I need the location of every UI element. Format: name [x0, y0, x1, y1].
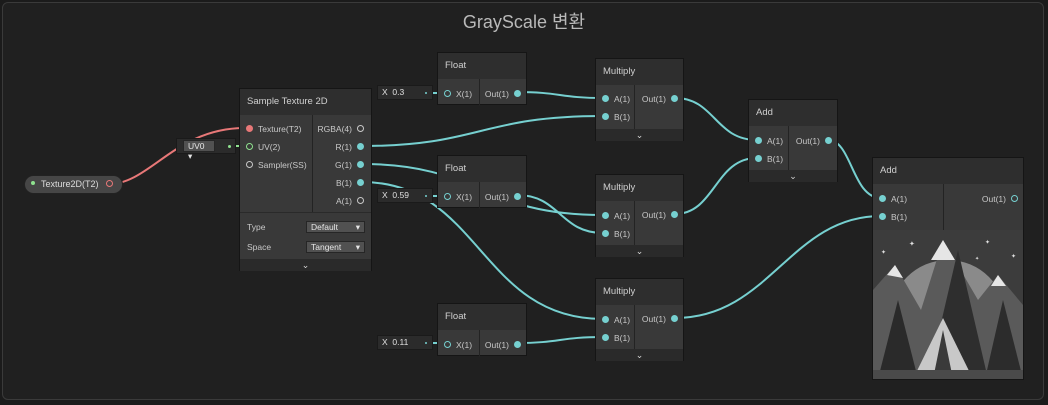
float3-in[interactable]: X(1): [444, 339, 472, 351]
texture2d-property-node[interactable]: Texture2D(T2): [24, 175, 123, 194]
wire-texture: [108, 127, 246, 185]
node-title: Multiply: [596, 59, 683, 85]
wire-r-mult1b: [361, 115, 604, 147]
node-title: Add: [749, 100, 837, 126]
add-node-1[interactable]: Add A(1) B(1) Out(1) ⌄: [748, 99, 838, 182]
svg-text:✦: ✦: [975, 256, 979, 262]
type-label: Type: [247, 222, 266, 232]
wire-m1-add1a: [674, 97, 758, 141]
mult1-out[interactable]: Out(1): [642, 93, 678, 105]
wire-f2-mult2b: [516, 194, 604, 234]
add2-out[interactable]: Out(1): [982, 193, 1018, 205]
grayscale-preview-image: ✦ ✦ ✦ ✦ ✦: [873, 230, 1023, 379]
mult2-a[interactable]: A(1): [602, 210, 630, 222]
multiply-node-1[interactable]: Multiply A(1) B(1) Out(1) ⌄: [595, 58, 684, 141]
mult2-b[interactable]: B(1): [602, 228, 630, 240]
add-node-2[interactable]: Add A(1) B(1) Out(1) ✦ ✦ ✦ ✦ ✦: [872, 157, 1024, 380]
uv-dropdown[interactable]: UV0 ▾: [183, 140, 215, 161]
b-port[interactable]: [357, 179, 364, 186]
mult1-a[interactable]: A(1): [602, 93, 630, 105]
float2-in[interactable]: X(1): [444, 191, 472, 203]
pin-b[interactable]: B(1): [336, 177, 364, 189]
multiply-node-2[interactable]: Multiply A(1) B(1) Out(1) ⌄: [595, 174, 684, 257]
mult1-b[interactable]: B(1): [602, 111, 630, 123]
graph-title: GrayScale 변환: [462, 12, 586, 32]
node-title: Add: [873, 158, 1023, 184]
space-dropdown[interactable]: Tangent▾: [306, 241, 365, 253]
node-title: Sample Texture 2D: [240, 89, 371, 115]
float-input-3[interactable]: X 0.11: [377, 335, 433, 350]
float-input-2[interactable]: X 0.59: [377, 188, 433, 203]
chevron-down-icon: ⌄: [635, 350, 644, 360]
property-dot-icon: [31, 181, 35, 185]
node-title: Multiply: [596, 175, 683, 201]
node-title: Float: [438, 156, 526, 182]
wire-m2-add1b: [674, 157, 758, 215]
uv-input-box[interactable]: UV0 ▾: [176, 138, 236, 161]
property-label: Texture2D(T2): [41, 179, 99, 189]
float-node-1[interactable]: Float X(1) Out(1): [437, 52, 527, 106]
node-title: Float: [438, 53, 526, 79]
pin-rgba[interactable]: RGBA(4): [318, 123, 364, 135]
pin-g[interactable]: G(1): [335, 159, 364, 171]
svg-text:✦: ✦: [881, 249, 886, 256]
pin-texture[interactable]: Texture(T2): [246, 123, 301, 135]
float-node-2[interactable]: Float X(1) Out(1): [437, 155, 527, 209]
float-input-1[interactable]: X 0.3: [377, 85, 433, 100]
type-dropdown[interactable]: Default▾: [306, 221, 365, 233]
svg-text:✦: ✦: [909, 240, 915, 248]
float1-in[interactable]: X(1): [444, 88, 472, 100]
add2-b[interactable]: B(1): [879, 211, 907, 223]
pin-sampler[interactable]: Sampler(SS): [246, 159, 307, 171]
g-port[interactable]: [357, 161, 364, 168]
wire-f1-mult1a: [516, 91, 604, 99]
multiply-node-3[interactable]: Multiply A(1) B(1) Out(1) ⌄: [595, 278, 684, 361]
svg-text:✦: ✦: [1011, 253, 1016, 260]
pin-uv[interactable]: UV(2): [246, 141, 280, 153]
expand-button[interactable]: ⌄: [596, 129, 683, 141]
chevron-down-icon: ⌄: [635, 130, 644, 140]
expand-button[interactable]: ⌄: [596, 349, 683, 361]
expand-button[interactable]: ⌄: [749, 170, 837, 182]
property-output-port[interactable]: [106, 180, 113, 187]
float3-out[interactable]: Out(1): [485, 339, 521, 351]
add1-out[interactable]: Out(1): [796, 135, 832, 147]
chevron-down-icon: ⌄: [635, 246, 644, 256]
texture-port[interactable]: [246, 125, 253, 132]
float2-out[interactable]: Out(1): [485, 191, 521, 203]
float1-out[interactable]: Out(1): [485, 88, 521, 100]
float-node-3[interactable]: Float X(1) Out(1): [437, 303, 527, 357]
sampler-port[interactable]: [246, 161, 253, 168]
pin-a[interactable]: A(1): [336, 195, 364, 207]
uv-connector-dot-icon: [228, 145, 231, 148]
rgba-port[interactable]: [357, 125, 364, 132]
mult3-out[interactable]: Out(1): [642, 313, 678, 325]
sample-texture-2d-node[interactable]: Sample Texture 2D Texture(T2) UV(2) Samp…: [239, 88, 372, 271]
wire-f3-mult3b: [516, 336, 604, 344]
mult2-out[interactable]: Out(1): [642, 209, 678, 221]
expand-button[interactable]: ⌄: [240, 259, 371, 271]
chevron-down-icon: ⌄: [301, 260, 310, 270]
mult3-a[interactable]: A(1): [602, 314, 630, 326]
add1-a[interactable]: A(1): [755, 135, 783, 147]
add1-b[interactable]: B(1): [755, 153, 783, 165]
node-title: Float: [438, 304, 526, 330]
r-port[interactable]: [357, 143, 364, 150]
wire-m3-add2b: [674, 215, 882, 319]
add2-a[interactable]: A(1): [879, 193, 907, 205]
pin-r[interactable]: R(1): [335, 141, 364, 153]
a-port[interactable]: [357, 197, 364, 204]
svg-text:✦: ✦: [985, 239, 990, 246]
mult3-b[interactable]: B(1): [602, 332, 630, 344]
chevron-down-icon: ⌄: [789, 171, 797, 181]
space-label: Space: [247, 242, 272, 252]
node-title: Multiply: [596, 279, 683, 305]
uv-port[interactable]: [246, 143, 253, 150]
expand-button[interactable]: ⌄: [596, 245, 683, 257]
